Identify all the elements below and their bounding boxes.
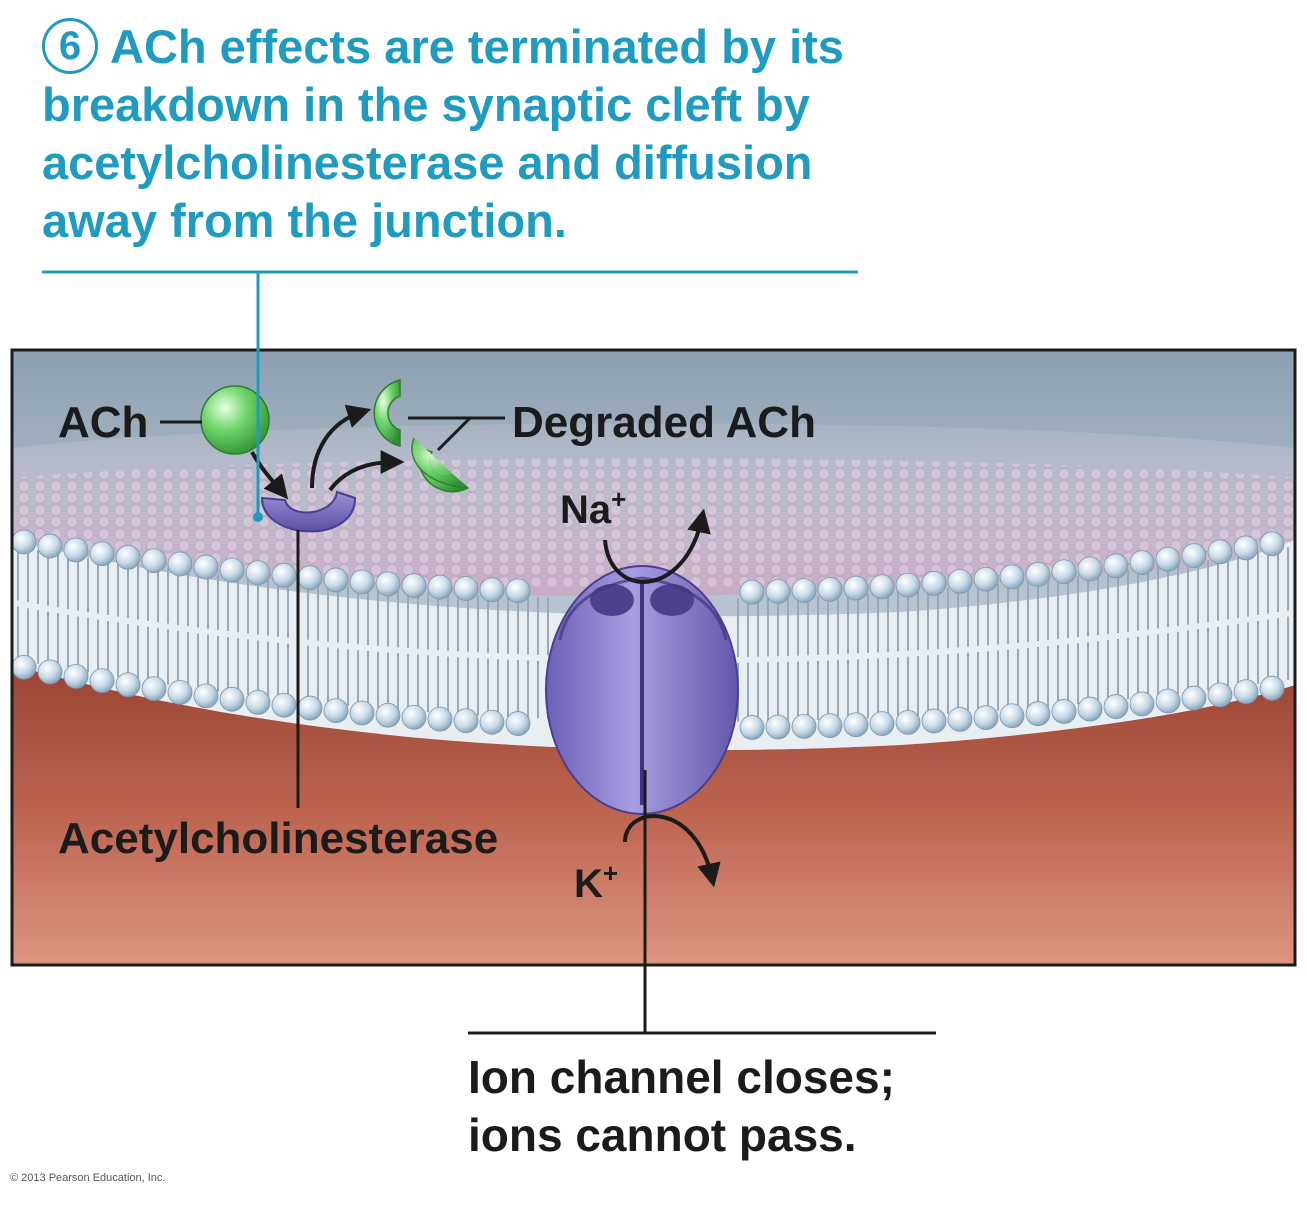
synapse-panel xyxy=(12,350,1295,965)
label-potassium-charge: + xyxy=(602,858,619,888)
label-sodium: Na+ xyxy=(560,484,626,533)
arrow-fragment-up xyxy=(310,404,372,489)
arrow-ach-to-enzyme xyxy=(250,451,289,500)
step-leader-dot xyxy=(253,512,263,522)
label-sodium-charge: + xyxy=(611,484,627,514)
degraded-ach-fragment-1 xyxy=(373,379,401,447)
label-degraded-ach: Degraded ACh xyxy=(512,398,816,447)
label-sodium-symbol: Na xyxy=(560,488,612,532)
label-potassium-symbol: K xyxy=(574,862,603,906)
lipid-heads xyxy=(12,529,1285,740)
ion-channel xyxy=(545,565,739,815)
arrow-potassium xyxy=(623,814,721,888)
membrane-far-heads xyxy=(12,458,1295,590)
label-ach: ACh xyxy=(58,398,149,447)
channel-pore-left xyxy=(590,584,634,616)
lipid-tails xyxy=(17,546,1289,722)
label-potassium: K+ xyxy=(574,858,618,907)
label-acetylcholinesterase: Acetylcholinesterase xyxy=(58,814,499,863)
step-text: ACh effects are terminated by its breakd… xyxy=(42,20,844,247)
arrow-sodium xyxy=(603,508,711,584)
label-channel-state: Ion channel closes; ions cannot pass. xyxy=(468,1051,895,1161)
copyright-notice: © 2013 Pearson Education, Inc. xyxy=(10,1172,166,1184)
panel-border xyxy=(10,348,1297,967)
ach-molecule xyxy=(200,385,270,455)
step-number-badge: 6 xyxy=(42,18,98,74)
channel-pore-right xyxy=(650,584,694,616)
leader-degraded xyxy=(408,416,505,452)
acetylcholinesterase-enzyme xyxy=(260,490,357,533)
arrow-fragment-right xyxy=(328,450,405,492)
